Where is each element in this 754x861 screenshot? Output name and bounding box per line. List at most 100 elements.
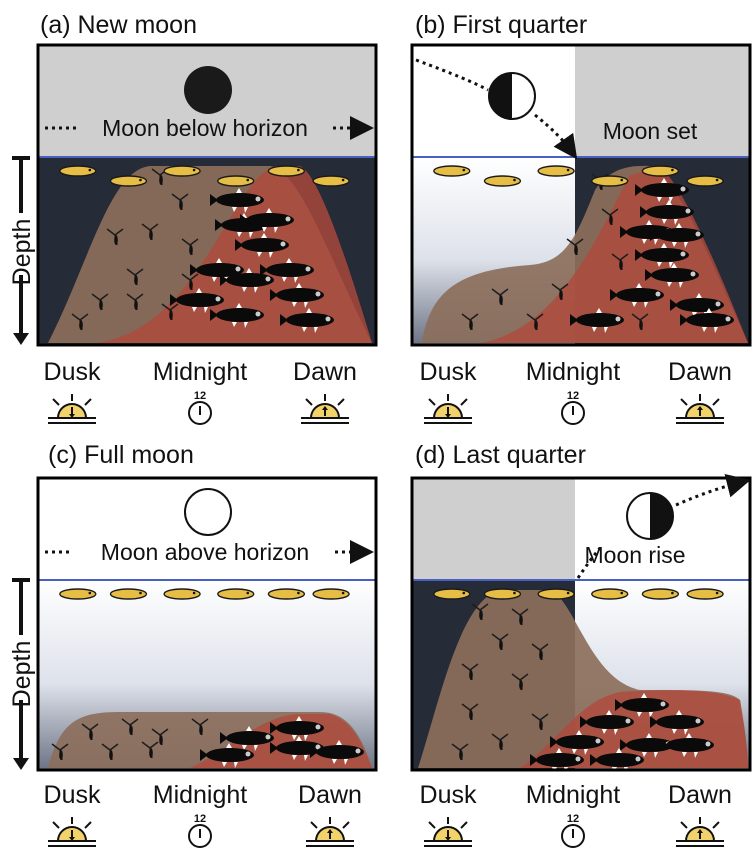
surface-fish <box>686 175 724 187</box>
surface-fish-eye <box>341 591 345 595</box>
zooplankton <box>551 283 569 301</box>
fish-body <box>536 753 584 767</box>
depth-label-top: Depth <box>8 219 36 286</box>
fish-eye <box>725 316 731 322</box>
zooplankton-body <box>539 650 543 660</box>
zooplankton-body <box>469 670 473 680</box>
fish-eye <box>595 738 601 744</box>
fish-body <box>246 213 294 227</box>
fish-body <box>576 313 624 327</box>
fish-eye <box>635 756 641 762</box>
zooplankton-body <box>559 290 563 300</box>
panel-a-moon-text: Moon below horizon <box>102 115 308 141</box>
fish-eye <box>265 734 271 740</box>
fish-fins <box>702 308 718 333</box>
surface-fish-body <box>59 588 97 600</box>
surface-fish <box>267 588 306 600</box>
sunrise-icon <box>676 817 724 847</box>
surface-fish <box>312 588 350 600</box>
fish-fins <box>662 200 678 225</box>
lanternfish <box>590 748 644 773</box>
fish-eye <box>660 701 666 707</box>
surface-fish-body <box>641 588 680 600</box>
fish-body <box>266 263 314 277</box>
zooplankton <box>161 303 179 321</box>
fish-eye <box>255 311 261 317</box>
zooplankton <box>461 313 479 331</box>
horizon-lines <box>48 840 96 847</box>
zooplankton <box>566 238 584 256</box>
fish-eye <box>315 291 321 297</box>
zooplankton-body <box>99 300 103 310</box>
clock-icon <box>188 401 212 425</box>
surface-fish-eye <box>246 178 250 182</box>
sun-rays <box>52 817 92 829</box>
zooplankton-body <box>179 200 183 210</box>
zooplankton <box>491 633 509 651</box>
zooplankton-body <box>169 310 173 320</box>
fish-tail <box>260 264 268 276</box>
surface-fish-eye <box>620 178 624 182</box>
zooplankton-body <box>469 710 473 720</box>
fish-tail <box>220 274 228 286</box>
fish-fins <box>282 258 298 283</box>
zooplankton <box>91 293 109 311</box>
zooplankton <box>151 168 169 186</box>
fish-body <box>226 731 274 745</box>
fish-fins <box>292 283 308 308</box>
fish-fins <box>292 716 308 741</box>
lanternfish <box>660 733 714 758</box>
fish-eye <box>655 291 661 297</box>
fish-tail <box>240 214 248 226</box>
surface-fish-body <box>267 588 306 600</box>
zooplankton <box>121 718 139 736</box>
clock-icon <box>561 401 585 425</box>
fish-body <box>596 753 644 767</box>
zooplankton-body <box>534 320 538 330</box>
panel-border <box>410 43 752 347</box>
panel-d-moon-text: Moon rise <box>585 542 686 568</box>
surface-fish-eye <box>671 168 674 172</box>
zooplankton-body <box>149 748 153 758</box>
sunset-icon <box>48 817 96 847</box>
zooplankton-body <box>149 230 153 240</box>
zooplankton <box>141 223 159 241</box>
surface-fish <box>483 588 522 600</box>
zooplankton-body <box>499 640 503 650</box>
sunrise-icon <box>306 817 354 847</box>
zooplankton-body <box>109 750 113 760</box>
panel-c-moon-text: Moon above horizon <box>101 539 309 565</box>
surface-fish-body <box>591 588 629 600</box>
surface-fish-body <box>109 175 148 187</box>
fish-fins <box>642 220 658 245</box>
lanternfish <box>310 740 364 765</box>
zooplankton-body <box>499 740 503 750</box>
fish-body <box>646 205 694 219</box>
fish-eye <box>715 301 721 307</box>
zooplankton <box>511 673 529 691</box>
dusk-label: Dusk <box>420 358 477 386</box>
fish-eye <box>280 241 286 247</box>
time-labels-a: Dusk Midnight Dawn <box>44 358 357 386</box>
surface-fish <box>433 165 471 177</box>
fish-eye <box>315 744 321 750</box>
surface-fish <box>641 588 680 600</box>
surface-fish-eye <box>88 168 92 172</box>
clock-number: 12 <box>194 813 206 825</box>
clock-icon <box>561 824 585 848</box>
fish-fins <box>657 178 673 203</box>
dusk-label: Dusk <box>44 781 101 809</box>
fish-tail <box>650 716 658 728</box>
surface-fish <box>109 588 148 600</box>
fish-body <box>206 748 254 762</box>
sun-rays <box>305 394 345 406</box>
new-moon-icon <box>184 66 232 114</box>
sun-arrowhead <box>697 829 703 833</box>
lanternfish <box>650 223 704 248</box>
midnight-label: Midnight <box>153 781 248 809</box>
sunset-icon <box>48 394 96 424</box>
zooplankton <box>71 313 89 331</box>
sunset-icon <box>424 394 472 424</box>
fish-fins <box>667 263 683 288</box>
surface-fish <box>267 165 306 177</box>
